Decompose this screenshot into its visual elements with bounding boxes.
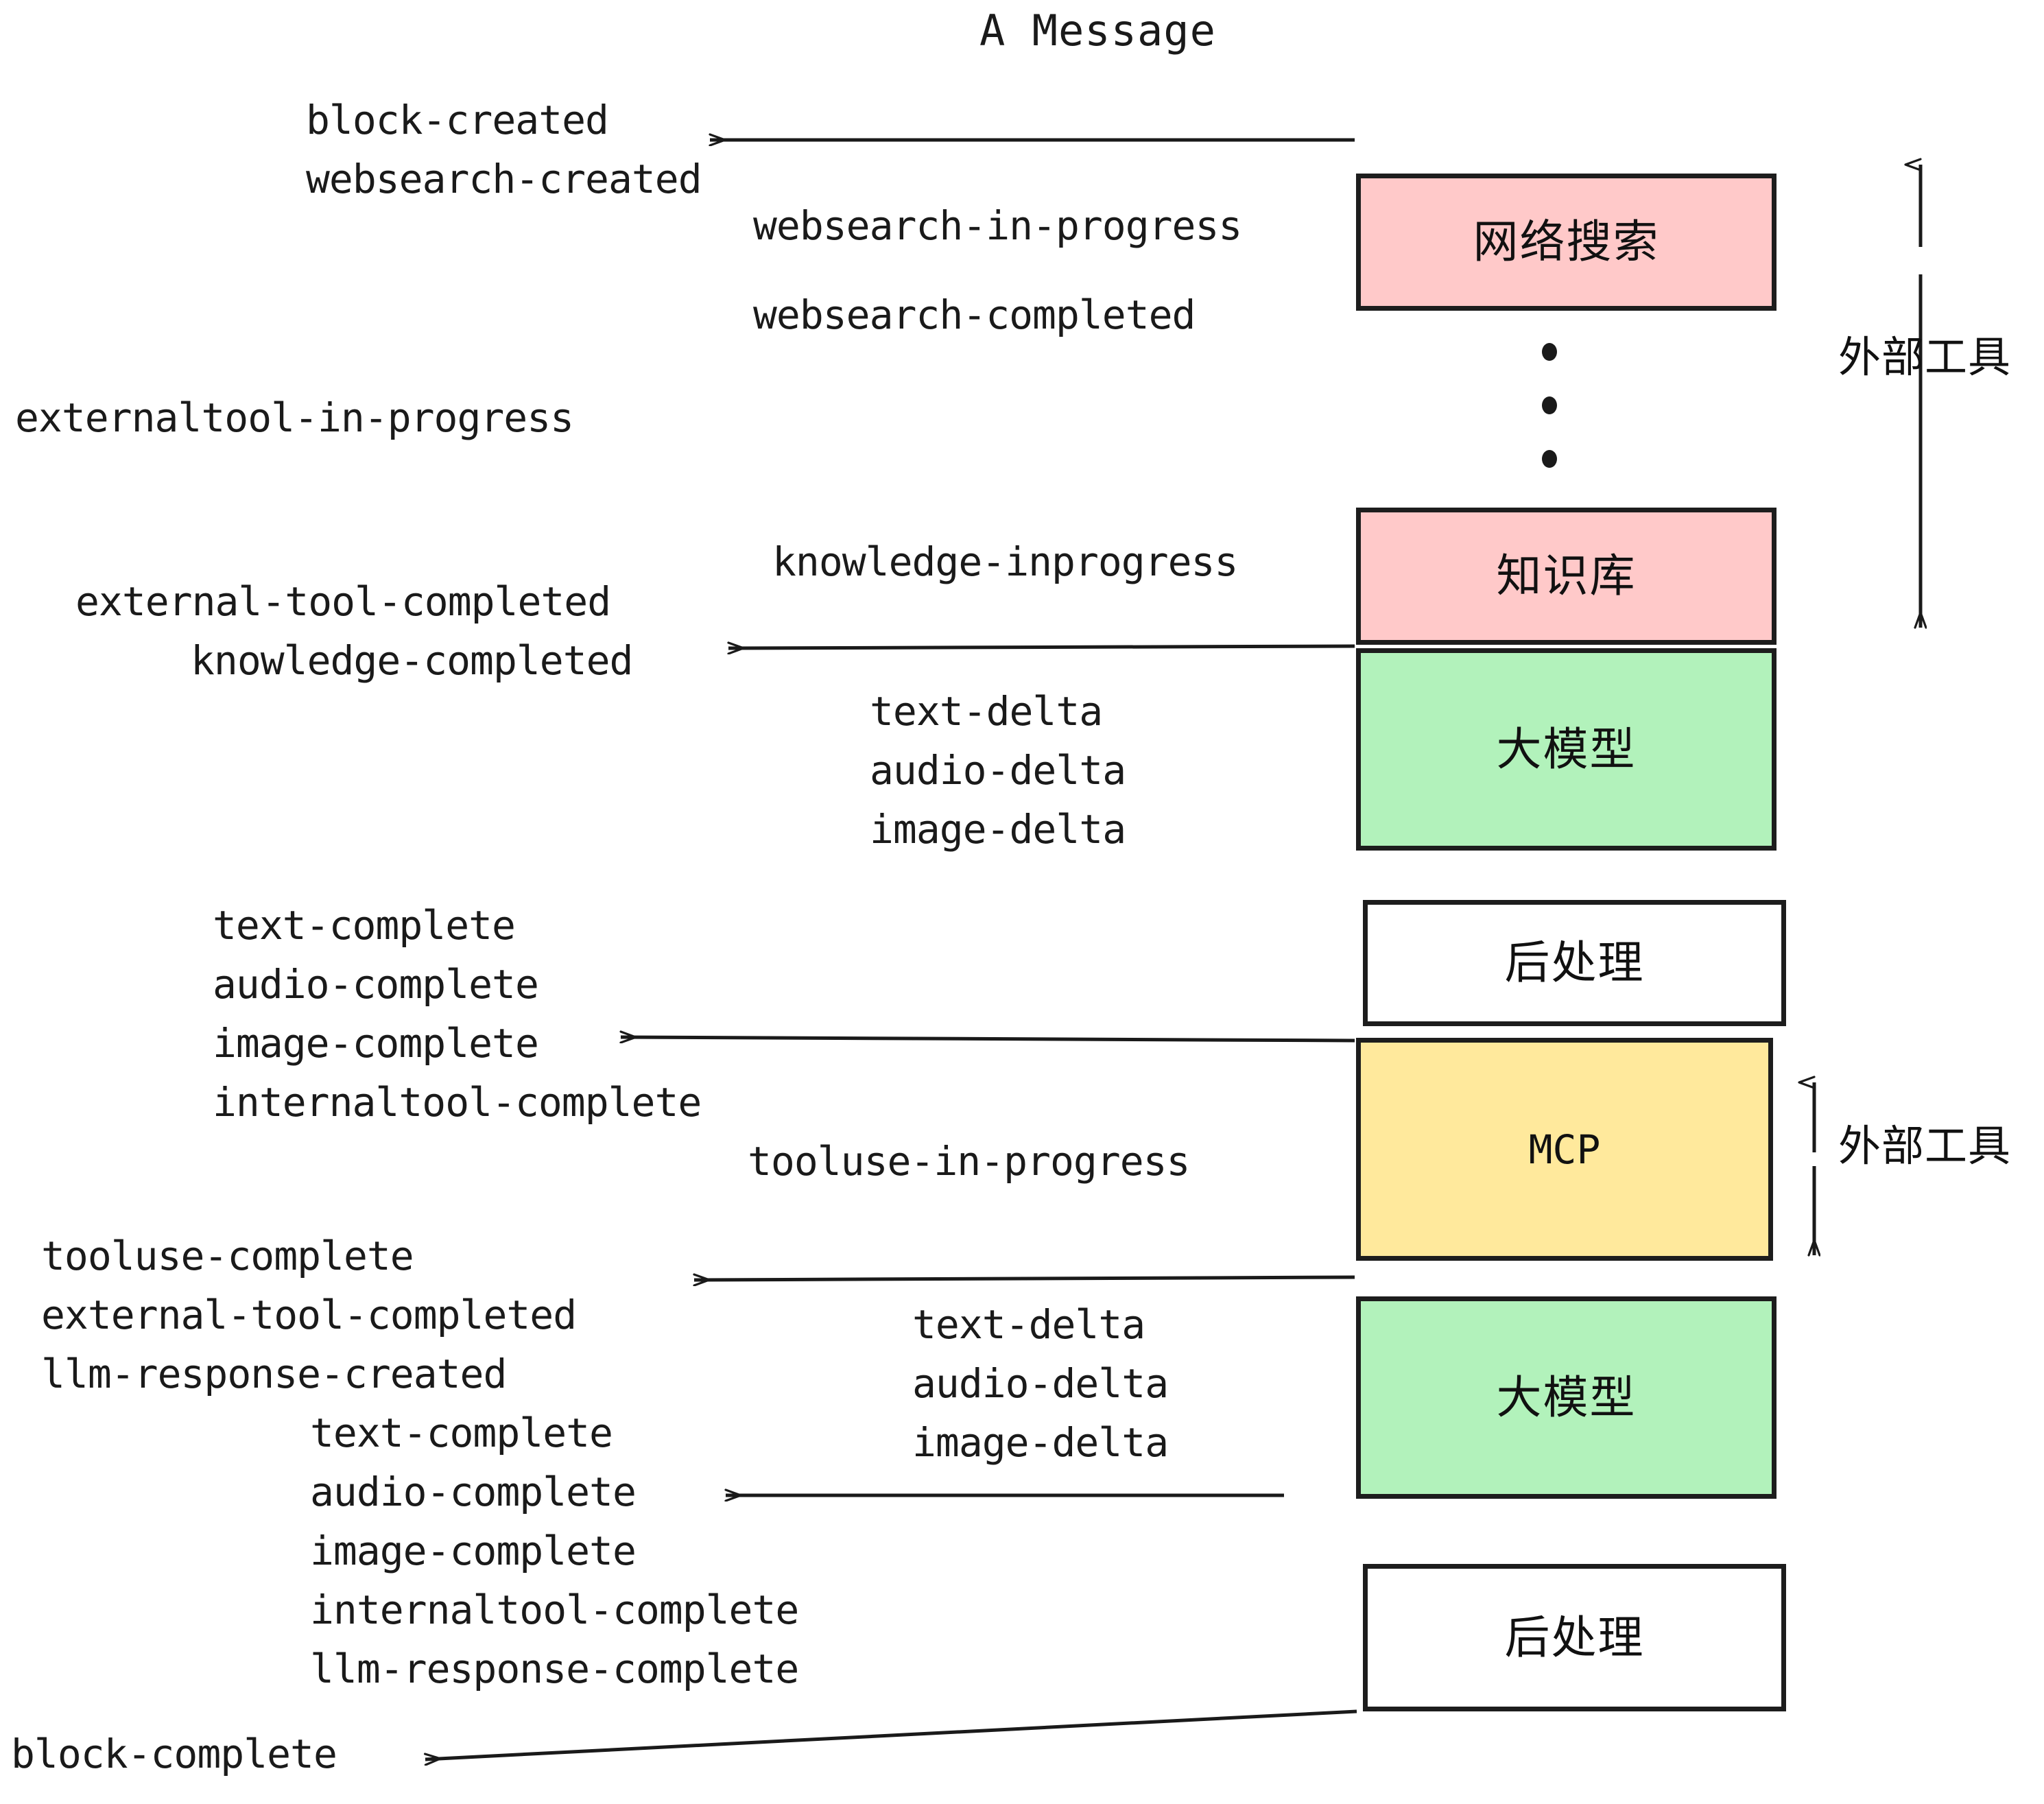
event-external-tool-completed-1: external-tool-completed <box>75 578 611 625</box>
box-llm-1-label: 大模型 <box>1496 722 1637 776</box>
event-internaltool-complete-2: internaltool-complete <box>310 1587 799 1633</box>
event-llm-response-created: llm-response-created <box>41 1351 507 1397</box>
event-image-delta-2: image-delta <box>912 1419 1169 1466</box>
event-text-complete-1: text-complete <box>213 902 516 949</box>
event-external-tool-completed-2: external-tool-completed <box>41 1292 577 1338</box>
box-postprocess-1[interactable]: 后处理 <box>1363 900 1786 1026</box>
box-websearch[interactable]: 网络搜索 <box>1356 174 1776 311</box>
event-audio-complete-1: audio-complete <box>213 961 539 1008</box>
label-external-tool-bottom: 外部工具 <box>1838 1121 2012 1171</box>
event-knowledge-completed: knowledge-completed <box>191 637 633 684</box>
event-text-delta-2: text-delta <box>912 1301 1145 1348</box>
event-block-complete: block-complete <box>11 1731 337 1777</box>
box-websearch-label: 网络搜索 <box>1473 215 1660 268</box>
label-external-tool-top: 外部工具 <box>1838 332 2012 382</box>
arrow-knowledge-completed <box>728 646 1355 648</box>
event-audio-delta-2: audio-delta <box>912 1360 1169 1407</box>
event-image-complete-1: image-complete <box>213 1020 539 1067</box>
event-knowledge-inprogress: knowledge-inprogress <box>772 538 1238 585</box>
event-websearch-created: websearch-created <box>306 156 702 202</box>
box-postprocess-2[interactable]: 后处理 <box>1363 1564 1786 1711</box>
box-llm-2[interactable]: 大模型 <box>1356 1296 1776 1499</box>
arrow-mcp-out <box>694 1277 1355 1280</box>
event-llm-response-complete: llm-response-complete <box>310 1646 799 1692</box>
diagram-title: A Message <box>979 5 1216 56</box>
arrow-postprocess-1-out <box>621 1037 1355 1041</box>
box-llm-1[interactable]: 大模型 <box>1356 648 1776 851</box>
event-websearch-completed: websearch-completed <box>753 292 1196 338</box>
box-llm-2-label: 大模型 <box>1496 1370 1637 1424</box>
event-text-delta-1: text-delta <box>870 688 1103 735</box>
event-externaltool-in-progress: externaltool-in-progress <box>15 394 574 441</box>
event-image-delta-1: image-delta <box>870 806 1126 853</box>
event-audio-delta-1: audio-delta <box>870 747 1126 794</box>
box-knowledge[interactable]: 知识库 <box>1356 508 1776 645</box>
box-postprocess-2-label: 后处理 <box>1504 1611 1645 1664</box>
event-image-complete-2: image-complete <box>310 1528 637 1574</box>
box-mcp-label: MCP <box>1528 1126 1601 1173</box>
event-tooluse-in-progress: tooluse-in-progress <box>748 1138 1190 1185</box>
box-mcp[interactable]: MCP <box>1356 1038 1773 1261</box>
event-block-created: block-created <box>306 97 609 143</box>
arrow-block-complete <box>425 1709 1357 1759</box>
box-knowledge-label: 知识库 <box>1496 549 1637 602</box>
ellipsis-dot-2 <box>1542 396 1557 414</box>
event-internaltool-complete-1: internaltool-complete <box>213 1079 702 1126</box>
event-audio-complete-2: audio-complete <box>310 1469 637 1515</box>
event-websearch-in-progress: websearch-in-progress <box>753 202 1242 249</box>
box-postprocess-1-label: 后处理 <box>1504 936 1645 989</box>
ellipsis-dot-1 <box>1542 343 1557 361</box>
event-tooluse-complete: tooluse-complete <box>41 1233 414 1279</box>
event-text-complete-2: text-complete <box>310 1410 613 1456</box>
ellipsis-dot-3 <box>1542 450 1557 468</box>
